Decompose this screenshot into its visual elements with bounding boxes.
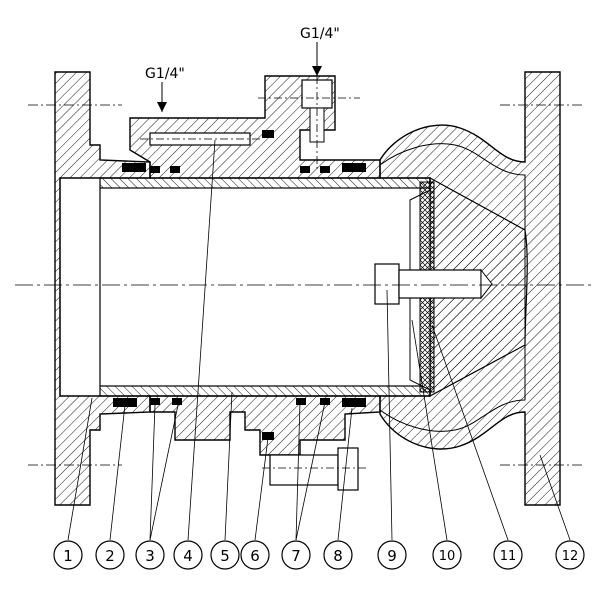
callout-8: 8	[323, 540, 353, 570]
svg-text:11: 11	[500, 549, 517, 564]
leader-lines	[67, 139, 571, 541]
svg-text:4: 4	[183, 547, 193, 565]
svg-text:12: 12	[562, 549, 579, 564]
svg-text:5: 5	[220, 547, 230, 565]
right-body	[374, 71, 585, 506]
svg-text:9: 9	[387, 547, 397, 565]
callout-9: 9	[377, 540, 407, 570]
callout-10: 10	[432, 540, 462, 570]
callout-1: 1	[53, 540, 83, 570]
svg-text:7: 7	[291, 547, 301, 565]
callout-4: 4	[173, 540, 203, 570]
svg-text:2: 2	[105, 547, 115, 565]
callout-7: 7	[281, 540, 311, 570]
svg-text:10: 10	[439, 549, 456, 564]
lower-housing	[113, 395, 381, 491]
callout-2: 2	[95, 540, 125, 570]
callout-6: 6	[240, 540, 270, 570]
svg-text:1: 1	[63, 547, 73, 565]
callout-3: 3	[135, 540, 165, 570]
svg-text:8: 8	[333, 547, 343, 565]
callout-5: 5	[210, 540, 240, 570]
callout-12: 12	[555, 540, 585, 570]
upper-housing	[122, 60, 381, 179]
svg-text:6: 6	[250, 547, 260, 565]
port-label-top: G1/4"	[300, 26, 340, 42]
svg-text:3: 3	[145, 547, 155, 565]
port-label-left: G1/4"	[145, 66, 185, 82]
sleeve	[59, 177, 431, 397]
callout-11: 11	[493, 540, 523, 570]
